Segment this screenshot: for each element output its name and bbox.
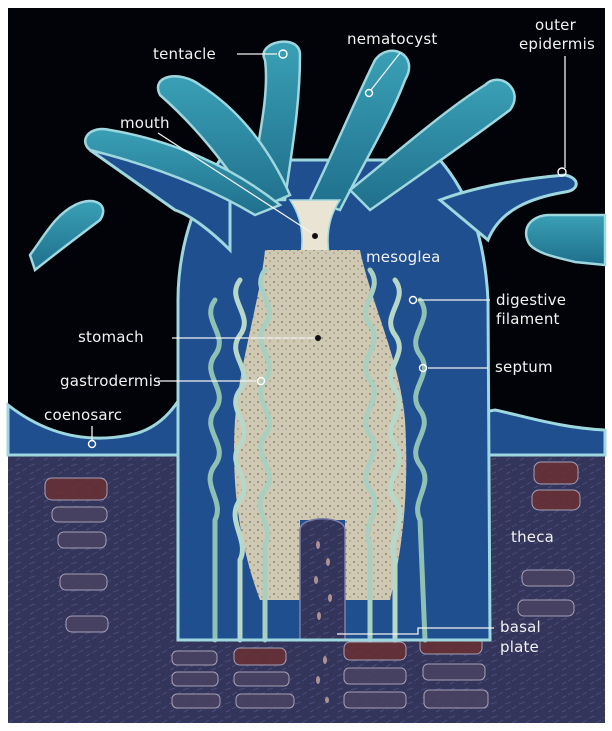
label-theca: theca xyxy=(511,528,554,546)
label-tentacle-text: tentacle xyxy=(153,45,216,63)
label-mesoglea-text: mesoglea xyxy=(366,248,441,266)
label-digestive-filament-line1: digestive xyxy=(496,291,566,309)
label-nematocyst-text: nematocyst xyxy=(347,30,437,48)
label-digestive-filament-line2: filament xyxy=(496,310,560,328)
columella xyxy=(300,519,345,640)
label-gastrodermis-text: gastrodermis xyxy=(60,372,161,390)
label-coenosarc-text: coenosarc xyxy=(44,406,122,424)
label-mouth-text: mouth xyxy=(120,114,170,132)
label-basal-plate-line1: basal xyxy=(500,618,541,636)
label-theca-text: theca xyxy=(511,528,554,546)
label-outer-epidermis-line2: epidermis xyxy=(519,35,595,53)
label-stomach-text: stomach xyxy=(78,328,144,346)
label-outer-epidermis-line1: outer xyxy=(535,16,577,34)
label-basal-plate-line2: plate xyxy=(500,638,539,656)
label-mesoglea: mesoglea xyxy=(366,248,441,266)
label-septum-text: septum xyxy=(495,358,553,376)
